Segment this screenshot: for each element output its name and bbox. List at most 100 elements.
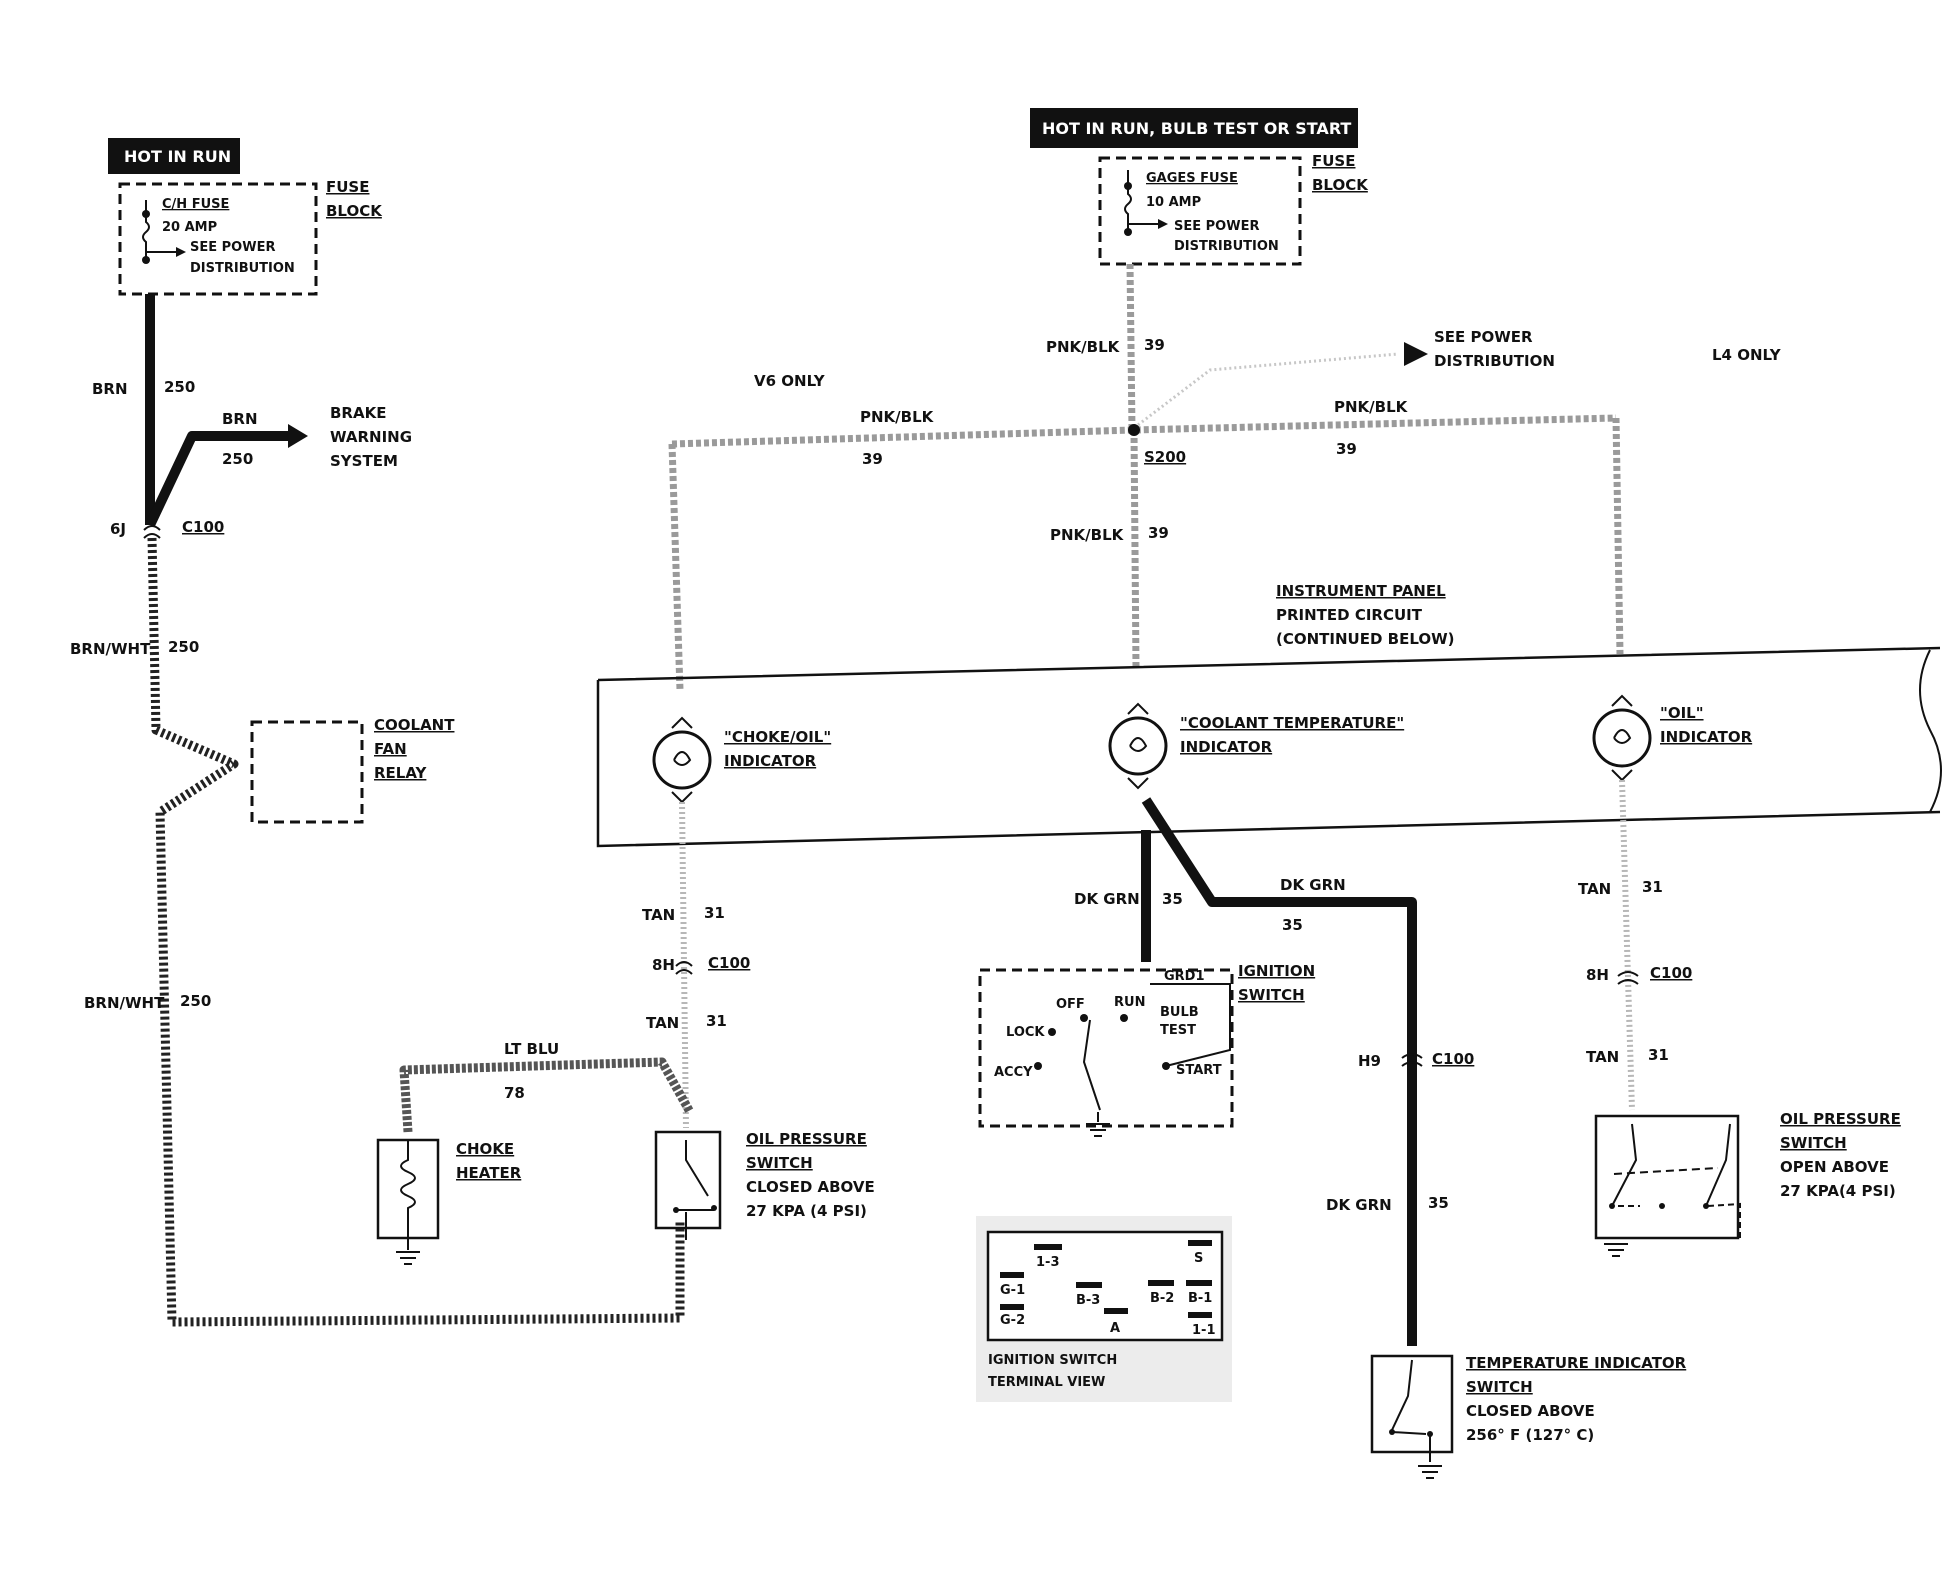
terminal-1-1: 1-1 xyxy=(1192,1323,1216,1338)
ops-right-label-2: SWITCH xyxy=(1780,1134,1847,1152)
grd1-label: GRD1 xyxy=(1164,969,1205,984)
brn-num-label: 250 xyxy=(164,378,195,396)
pos-bulb-label-2: TEST xyxy=(1160,1023,1196,1038)
terminal-pad xyxy=(1034,1244,1062,1250)
choke-heater-label-2: HEATER xyxy=(456,1164,522,1182)
ops-left-label-1: OIL PRESSURE xyxy=(746,1130,867,1148)
dk-grn-low-color: DK GRN xyxy=(1326,1196,1392,1214)
pos-run-label: RUN xyxy=(1114,995,1145,1010)
bulb-filament-icon xyxy=(1129,737,1148,752)
pnk-blk-top-num: 39 xyxy=(1144,336,1165,354)
ignition-switch-box xyxy=(978,968,1234,1128)
ops-left-label-4: 27 KPA (4 PSI) xyxy=(746,1202,867,1220)
bulb-terminal-icon xyxy=(1127,702,1149,790)
choke-oil-indicator: "CHOKE/OIL" INDICATOR xyxy=(652,716,831,804)
hot-in-run-bulb-tag xyxy=(1030,108,1358,148)
see-power-left-1: SEE POWER xyxy=(190,240,275,255)
ch-fuse-label: C/H FUSE xyxy=(162,197,229,212)
brn-branch-num: 250 xyxy=(222,450,253,468)
coolant-branch: DK GRN 35 DK GRN 35 GRD1 IGNITION SWITCH… xyxy=(978,797,1687,1479)
dk-grn-left-color: DK GRN xyxy=(1074,890,1140,908)
arrow-right-icon xyxy=(1158,219,1168,229)
oil-pressure-switch-open-box xyxy=(1594,1114,1740,1240)
pnk-blk-bus-wire xyxy=(671,414,1617,448)
brn-branch-wire xyxy=(145,431,292,528)
tan-top-color: TAN xyxy=(642,906,675,924)
center-fuse-section: HOT IN RUN, BULB TEST OR START GAGES FUS… xyxy=(1030,108,1369,266)
switch-link-dashed xyxy=(1613,1167,1719,1175)
coolant-bulb-icon xyxy=(1108,716,1168,776)
pnk-blk-right-num: 39 xyxy=(1336,440,1357,458)
brn-wht-color-1: BRN/WHT xyxy=(70,640,151,658)
s200-splice-dot xyxy=(1128,424,1140,436)
terminal-1-3: 1-3 xyxy=(1036,1255,1060,1270)
oil-label-2: INDICATOR xyxy=(1660,728,1753,746)
oil-tan-low-num: 31 xyxy=(1648,1046,1669,1064)
temp-switch-label-2: SWITCH xyxy=(1466,1378,1533,1396)
dk-grn-low-num: 35 xyxy=(1428,1194,1449,1212)
lt-blu-color: LT BLU xyxy=(504,1040,559,1058)
gages-fuse-label: GAGES FUSE xyxy=(1146,171,1238,186)
c100-h9-pin: H9 xyxy=(1358,1052,1381,1070)
switch-contact-dot xyxy=(1427,1431,1433,1437)
pressure-switch-contact-icon xyxy=(1611,1123,1731,1207)
brn-color-label: BRN xyxy=(92,380,128,398)
fuse-block-center-2: BLOCK xyxy=(1312,176,1369,194)
pnk-blk-right-color: PNK/BLK xyxy=(1334,398,1409,416)
ignition-terminal-view: 1-3 S G-1 B-3 B-2 B-1 G-2 A 1-1 IGNITION… xyxy=(976,1216,1232,1402)
ops-right-label-3: OPEN ABOVE xyxy=(1780,1158,1889,1176)
see-power-right-2: DISTRIBUTION xyxy=(1434,352,1555,370)
c100-8h-right-connector-icon xyxy=(1617,971,1639,985)
fuse-block-label-1: FUSE xyxy=(326,178,369,196)
brake-arrow-icon xyxy=(288,424,308,448)
pos-start-label: START xyxy=(1176,1063,1222,1078)
tan-low-num: 31 xyxy=(706,1012,727,1030)
coolant-label-2: INDICATOR xyxy=(1180,738,1273,756)
pnk-blk-left-color: PNK/BLK xyxy=(860,408,935,426)
oil-tan-top-color: TAN xyxy=(1578,880,1611,898)
see-power-right-1: SEE POWER xyxy=(1434,328,1533,346)
see-power-arrow-icon xyxy=(1404,342,1428,366)
terminal-pad xyxy=(1000,1272,1024,1278)
hot-in-run-tag xyxy=(108,138,240,174)
switch-contact-dashed xyxy=(1618,1202,1741,1240)
tan-low-color: TAN xyxy=(646,1014,679,1032)
oil-c100-pin: 8H xyxy=(1586,966,1609,984)
dk-grn-35-temp-wire xyxy=(1141,797,1417,1346)
start-contact-dot xyxy=(1162,1062,1170,1070)
pnk-blk-top-color: PNK/BLK xyxy=(1046,338,1121,356)
pnk-blk-center-drop xyxy=(1130,429,1140,669)
pos-bulb-label-1: BULB xyxy=(1160,1005,1199,1020)
relay-label-1: COOLANT xyxy=(374,716,455,734)
left-wiring: BRN 250 BRN 250 BRAKE WARNING SYSTEM 6J … xyxy=(70,294,685,1327)
brake-label-2: WARNING xyxy=(330,428,412,446)
gages-fuse-bottom-dot xyxy=(1124,228,1132,236)
oil-tan-top-num: 31 xyxy=(1642,878,1663,896)
instrument-panel-band: "CHOKE/OIL" INDICATOR "COOLANT TEMPERATU… xyxy=(596,646,1942,848)
ch-fuse-amp: 20 AMP xyxy=(162,220,217,235)
ignition-label-2: SWITCH xyxy=(1238,986,1305,1004)
see-power-center-2: DISTRIBUTION xyxy=(1174,239,1279,254)
pnk-blk-left-num: 39 xyxy=(862,450,883,468)
c100-6j-pin: 6J xyxy=(110,520,126,538)
lock-contact-dot xyxy=(1048,1028,1056,1036)
temp-switch-label-3: CLOSED ABOVE xyxy=(1466,1402,1595,1420)
temp-indicator-switch-box xyxy=(1370,1354,1454,1454)
ground-icon xyxy=(1418,1465,1442,1479)
fuse-bottom-dot xyxy=(142,256,150,264)
hot-in-run-label: HOT IN RUN xyxy=(124,147,231,166)
c100-h9-connector-icon xyxy=(1401,1053,1423,1067)
tan-top-num: 31 xyxy=(704,904,725,922)
coolant-temp-indicator: "COOLANT TEMPERATURE" INDICATOR xyxy=(1108,702,1404,790)
ops-left-label-3: CLOSED ABOVE xyxy=(746,1178,875,1196)
dk-grn-right-color: DK GRN xyxy=(1280,876,1346,894)
relay-label-2: FAN xyxy=(374,740,407,758)
brake-label-3: SYSTEM xyxy=(330,452,398,470)
pnk-blk-mid-num: 39 xyxy=(1148,524,1169,542)
c100-8h-connector-icon xyxy=(675,961,693,975)
c100-8h-pin: 8H xyxy=(652,956,675,974)
switch-contact-dot xyxy=(1609,1203,1615,1209)
terminal-g-1: G-1 xyxy=(1000,1283,1025,1298)
terminal-pad xyxy=(1076,1282,1102,1288)
